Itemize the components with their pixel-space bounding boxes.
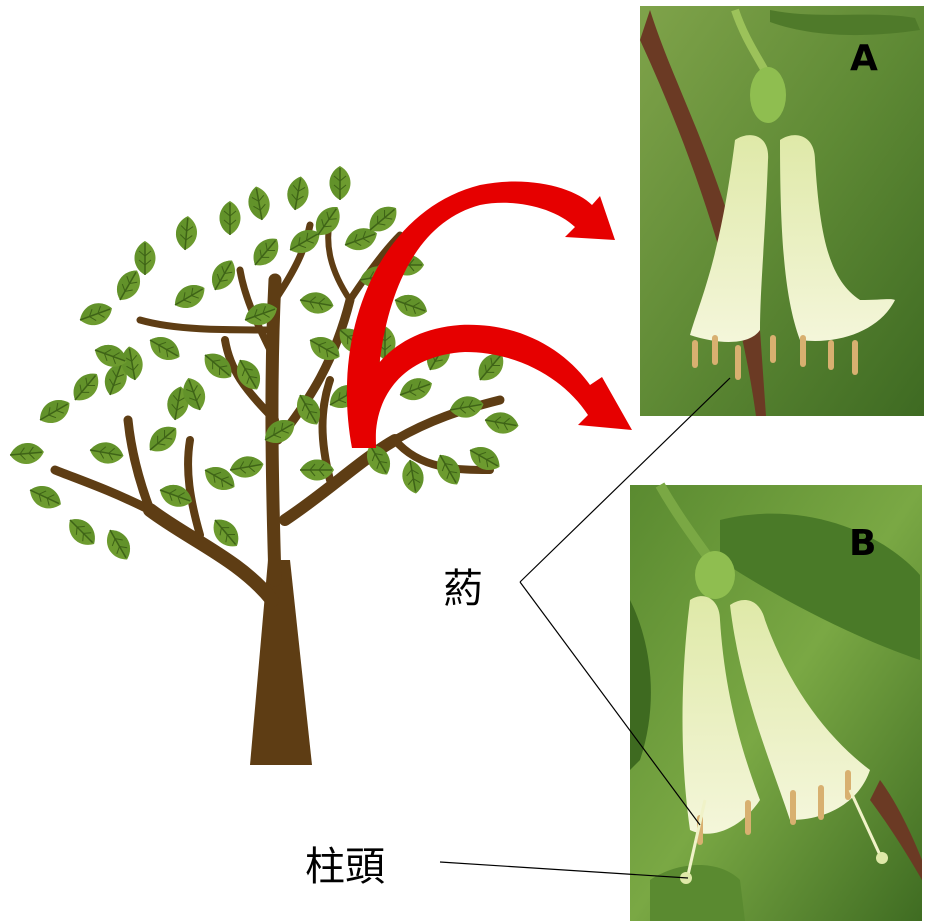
flower-photo-a: A bbox=[640, 6, 924, 416]
anther-label: 葯 bbox=[443, 566, 483, 612]
tree-illustration bbox=[9, 166, 520, 765]
photo-label-b: B bbox=[849, 523, 876, 564]
flower-photo-b: B bbox=[630, 485, 922, 921]
photo-label-a: A bbox=[850, 38, 878, 79]
tree-leaves bbox=[9, 166, 520, 565]
stigma-label: 柱頭 bbox=[305, 844, 385, 890]
